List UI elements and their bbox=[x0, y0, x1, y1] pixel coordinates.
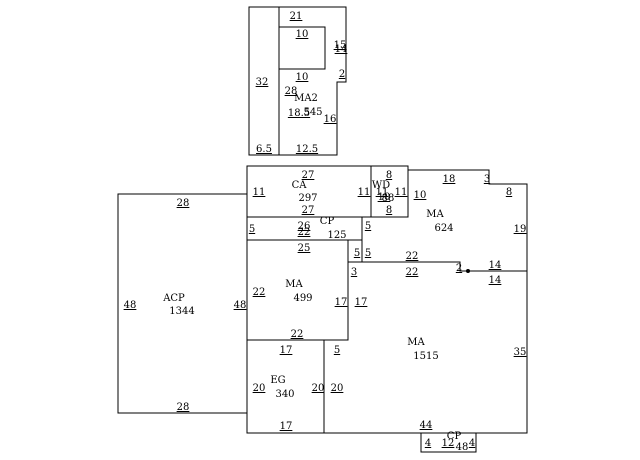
dimension-ma-2: 2 bbox=[456, 263, 462, 274]
outline-lines bbox=[117, 6, 528, 453]
dimension-ma2-step-2: 2 bbox=[339, 69, 345, 80]
dimension-cp-top: 26 bbox=[298, 221, 311, 232]
dimension-cp-5-below: 5 bbox=[365, 221, 371, 232]
dimension-ma1515-5: 5 bbox=[334, 345, 340, 356]
dimension-ca-bottom: 27 bbox=[302, 205, 315, 216]
dimension-ma624-8: 8 bbox=[506, 187, 512, 198]
dimension-eg-top: 17 bbox=[280, 345, 293, 356]
dimension-acp-left: 48 bbox=[124, 300, 137, 311]
dimension-wd-left: 11 bbox=[376, 187, 389, 198]
area-size-cp: 125 bbox=[327, 230, 346, 241]
dimension-cp-25: 25 bbox=[298, 243, 311, 254]
dimension-ma2-bottom-left: 6.5 bbox=[256, 144, 272, 155]
dimension-wd-top: 8 bbox=[386, 170, 392, 181]
dimension-ma2-top: 21 bbox=[290, 11, 303, 22]
dimension-ma624-18: 18 bbox=[443, 174, 456, 185]
dimension-ma624-10: 10 bbox=[414, 190, 427, 201]
dimension-ca-left: 11 bbox=[253, 187, 266, 198]
dimension-cp-22: 22 bbox=[298, 227, 311, 238]
area-size-ma2: 545 bbox=[303, 107, 322, 118]
dimension-ma2-right-16: 16 bbox=[324, 114, 337, 125]
dimension-ma499-left: 22 bbox=[253, 287, 266, 298]
ma499-outline bbox=[246, 239, 349, 341]
ma2-inner-room bbox=[278, 26, 326, 70]
area-code-ca: CA bbox=[292, 180, 308, 191]
dimension-ma624-3: 3 bbox=[484, 174, 490, 185]
area-labels: MA2545CA297WD88MA624CP125ACP1344MA499MA1… bbox=[162, 93, 468, 453]
dimension-ma2-inner-right: 15 bbox=[334, 40, 347, 51]
junction-dot bbox=[466, 269, 470, 273]
dimension-ma-14: 14 bbox=[489, 260, 502, 271]
area-code-eg: EG bbox=[270, 375, 285, 386]
area-code-ma624: MA bbox=[426, 209, 444, 220]
dimension-ma-3: 3 bbox=[351, 267, 357, 278]
dimension-ca-right: 11 bbox=[358, 187, 371, 198]
area-code-ma499: MA bbox=[285, 279, 303, 290]
area-code-ma1515: MA bbox=[407, 337, 425, 348]
dimension-eg-bottom: 17 bbox=[280, 421, 293, 432]
dimension-ma-22-under: 22 bbox=[406, 267, 419, 278]
dimension-eg-right: 20 bbox=[312, 383, 325, 394]
dimension-ma2-inner-bottom: 10 bbox=[296, 72, 309, 83]
area-size-cp-small: 48 bbox=[456, 442, 469, 453]
dimension-ma2-inner-top: 10 bbox=[296, 29, 309, 40]
area-size-wd: 88 bbox=[382, 193, 395, 204]
dimension-cp-5-right: 5 bbox=[354, 248, 360, 259]
area-code-cp: CP bbox=[320, 216, 335, 227]
dimension-ma499-17b: 17 bbox=[355, 297, 368, 308]
dimension-ma1515-44: 44 bbox=[420, 420, 433, 431]
area-code-ma2: MA2 bbox=[294, 93, 318, 104]
area-size-ca: 297 bbox=[298, 193, 317, 204]
area-code-wd: WD bbox=[372, 180, 390, 191]
dimension-cp-small-4b: 4 bbox=[469, 438, 475, 449]
dimension-ma-22-top: 22 bbox=[406, 251, 419, 262]
dimension-wd-right: 11 bbox=[395, 187, 408, 198]
dimension-acp-right: 48 bbox=[234, 300, 247, 311]
area-size-ma499: 499 bbox=[293, 293, 312, 304]
dimension-ma1515-20: 20 bbox=[331, 383, 344, 394]
dimension-ma2-18-5: 18.5 bbox=[288, 108, 310, 119]
dimension-ma1515-35: 35 bbox=[514, 347, 527, 358]
dimension-ma624-10b: 10 bbox=[378, 192, 391, 203]
dimension-ma2-left: 32 bbox=[256, 77, 269, 88]
ma624-outline bbox=[408, 169, 528, 272]
dimension-cp-small-4a: 4 bbox=[425, 438, 431, 449]
area-size-ma624: 624 bbox=[434, 223, 453, 234]
dimension-ma2-inner-right-2: 14 bbox=[335, 44, 348, 55]
area-size-ma1515: 1515 bbox=[413, 351, 438, 362]
dimension-acp-top: 28 bbox=[177, 198, 190, 209]
dimension-ma2-bottom-right: 12.5 bbox=[296, 144, 318, 155]
area-code-acp: ACP bbox=[162, 293, 185, 304]
dimension-eg-left: 20 bbox=[253, 383, 266, 394]
area-code-cp-small: CP bbox=[447, 431, 462, 442]
dimension-ma-14b: 14 bbox=[489, 275, 502, 286]
dimension-cp-left: 5 bbox=[249, 224, 255, 235]
dimension-ma499-17: 17 bbox=[335, 297, 348, 308]
dimension-ma499-bottom: 22 bbox=[291, 329, 304, 340]
area-size-acp: 1344 bbox=[169, 306, 194, 317]
dimension-ma2-28: 28 bbox=[285, 86, 298, 97]
dimension-ma624-19: 19 bbox=[514, 224, 527, 235]
ma2-outline bbox=[248, 6, 347, 156]
cp-small-outline bbox=[420, 432, 477, 453]
ma1515-outline bbox=[246, 261, 528, 434]
dimension-wd-bottom: 8 bbox=[386, 205, 392, 216]
dimension-ca-top: 27 bbox=[302, 170, 315, 181]
area-size-eg: 340 bbox=[275, 389, 294, 400]
dimension-cp-5-right2: 5 bbox=[365, 248, 371, 259]
wd-outline bbox=[370, 165, 409, 218]
dimension-cp-small-12: 12 bbox=[442, 438, 455, 449]
dimension-acp-bottom: 28 bbox=[177, 402, 190, 413]
